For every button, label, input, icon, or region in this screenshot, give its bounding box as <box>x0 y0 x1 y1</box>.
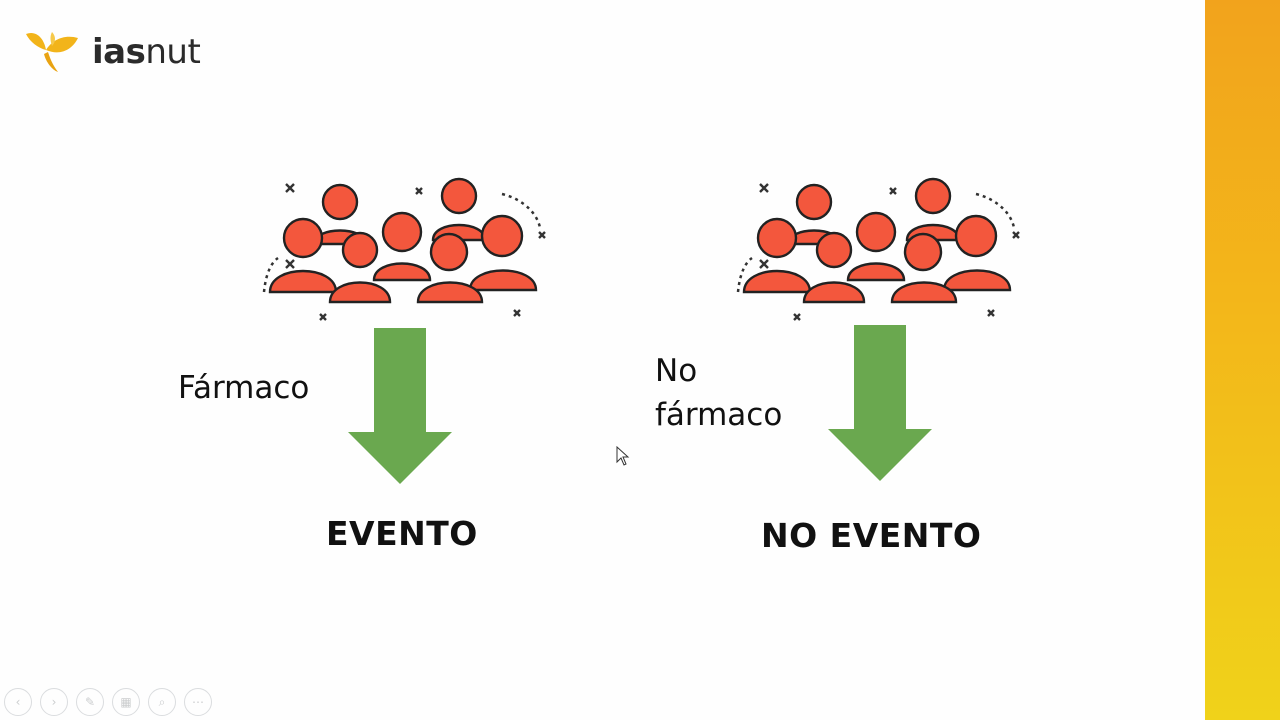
crowd-people-icon <box>256 172 556 322</box>
no-drug-label-line2: fármaco <box>655 397 783 433</box>
more-options-icon: ⋯ <box>192 695 204 709</box>
arrow-down-icon <box>348 328 452 484</box>
slide: iasnut <box>4 28 1030 716</box>
pen-button[interactable]: ✎ <box>76 688 104 716</box>
more-options-button[interactable]: ⋯ <box>184 688 212 716</box>
previous-slide-icon: ‹ <box>15 695 21 709</box>
brand-name: iasnut <box>92 32 201 72</box>
previous-slide-button[interactable]: ‹ <box>4 688 32 716</box>
next-slide-button[interactable]: › <box>40 688 68 716</box>
no-event-outcome: NO EVENTO <box>761 516 982 555</box>
presentation-toolbar: ‹ › ✎ ▦ ⌕ ⋯ <box>4 688 212 716</box>
drug-label: Fármaco <box>178 370 310 406</box>
no-drug-label: No fármaco <box>655 349 825 437</box>
slides-grid-button[interactable]: ▦ <box>112 688 140 716</box>
no-drug-label-line1: No <box>655 353 698 389</box>
arrow-down-icon <box>828 325 932 481</box>
slides-grid-icon: ▦ <box>120 695 132 709</box>
accent-side-bar <box>1205 0 1280 720</box>
mouse-cursor-icon <box>616 446 630 466</box>
pen-icon: ✎ <box>84 695 96 709</box>
crowd-people-icon <box>730 172 1030 322</box>
zoom-icon: ⌕ <box>158 694 166 709</box>
next-slide-icon: › <box>51 695 57 709</box>
event-outcome: EVENTO <box>326 514 478 553</box>
leaf-logo-icon <box>26 32 78 72</box>
brand-logo: iasnut <box>22 28 201 74</box>
zoom-button[interactable]: ⌕ <box>148 688 176 716</box>
